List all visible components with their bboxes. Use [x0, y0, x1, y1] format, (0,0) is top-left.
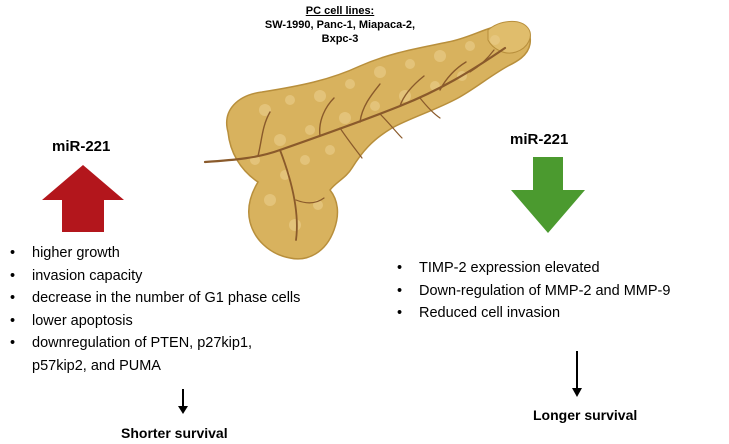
shorter-survival-label: Shorter survival [121, 425, 228, 441]
downregulation-effects-list: TIMP-2 expression elevated Down-regulati… [395, 257, 725, 325]
list-item: invasion capacity [8, 265, 358, 288]
cell-lines-heading: PC cell lines: [305, 5, 375, 17]
small-down-arrow-left-icon [178, 389, 188, 414]
mir-221-up-label: miR-221 [52, 138, 111, 155]
up-arrow-icon [42, 165, 124, 232]
mir-221-down-label: miR-221 [510, 131, 569, 148]
cell-lines-line-1: SW-1990, Panc-1, Miapaca-2, [264, 19, 416, 31]
pancreas-head [226, 22, 532, 260]
pancreas-tail-tip [487, 21, 531, 54]
cell-lines-label: PC cell lines: SW-1990, Panc-1, Miapaca-… [250, 4, 430, 46]
down-arrow-icon [511, 157, 585, 233]
list-item-line: p57kip2, and PUMA [32, 357, 161, 374]
list-item: Reduced cell invasion [395, 302, 725, 325]
list-item: lower apoptosis [8, 310, 358, 333]
list-item: decrease in the number of G1 phase cells [8, 287, 358, 310]
longer-survival-label: Longer survival [533, 407, 638, 423]
list-item-line: downregulation of PTEN, p27kip1, [32, 335, 253, 351]
list-item: TIMP-2 expression elevated [395, 257, 725, 280]
pancreas-illustration [203, 21, 532, 260]
small-down-arrow-right-icon [572, 351, 582, 397]
list-item: higher growth [8, 242, 358, 265]
list-item: downregulation of PTEN, p27kip1, p57kip2,… [8, 332, 358, 377]
cell-lines-line-2: Bxpc-3 [321, 33, 359, 45]
pancreatic-duct [203, 46, 507, 241]
list-item: Down-regulation of MMP-2 and MMP-9 [395, 280, 725, 303]
upregulation-effects-list: higher growth invasion capacity decrease… [8, 242, 358, 377]
